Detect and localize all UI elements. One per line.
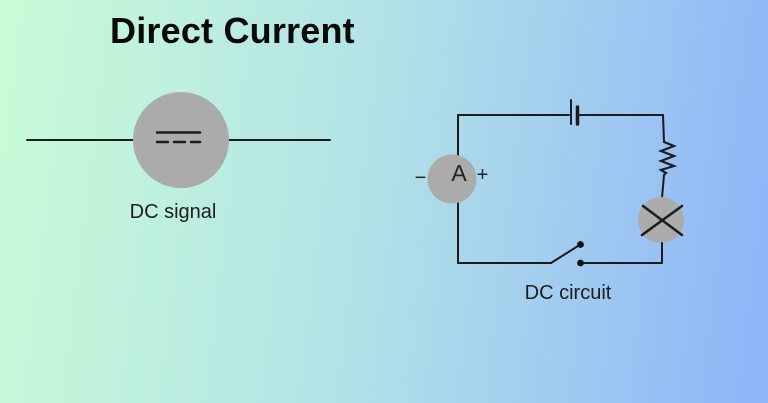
dc-circuit-label: DC circuit bbox=[524, 282, 612, 304]
ammeter-circle bbox=[427, 154, 477, 204]
dc-signal-label: DC signal bbox=[129, 201, 217, 223]
resistor-icon bbox=[657, 140, 678, 177]
ammeter-icon: A + − bbox=[415, 154, 489, 204]
switch-icon bbox=[550, 241, 584, 267]
dc-circuit-diagram: A + − bbox=[415, 99, 684, 267]
lamp-icon bbox=[638, 197, 684, 243]
switch-contact-top bbox=[577, 241, 584, 248]
ammeter-plus-sign: + bbox=[477, 164, 489, 186]
page-title: Direct Current bbox=[110, 10, 355, 51]
lamp-cross-line-2 bbox=[640, 204, 684, 237]
battery-icon bbox=[570, 99, 580, 126]
circuit-right-wire-top bbox=[662, 114, 665, 143]
switch-contact-bottom bbox=[577, 259, 584, 267]
switch-blade bbox=[550, 245, 579, 264]
dc-source-circle-icon bbox=[133, 92, 229, 188]
circuit-right-wire-middle bbox=[661, 174, 665, 199]
dc-signal-diagram bbox=[26, 92, 331, 188]
ammeter-letter: A bbox=[451, 160, 467, 186]
ammeter-minus-sign: − bbox=[415, 167, 427, 189]
